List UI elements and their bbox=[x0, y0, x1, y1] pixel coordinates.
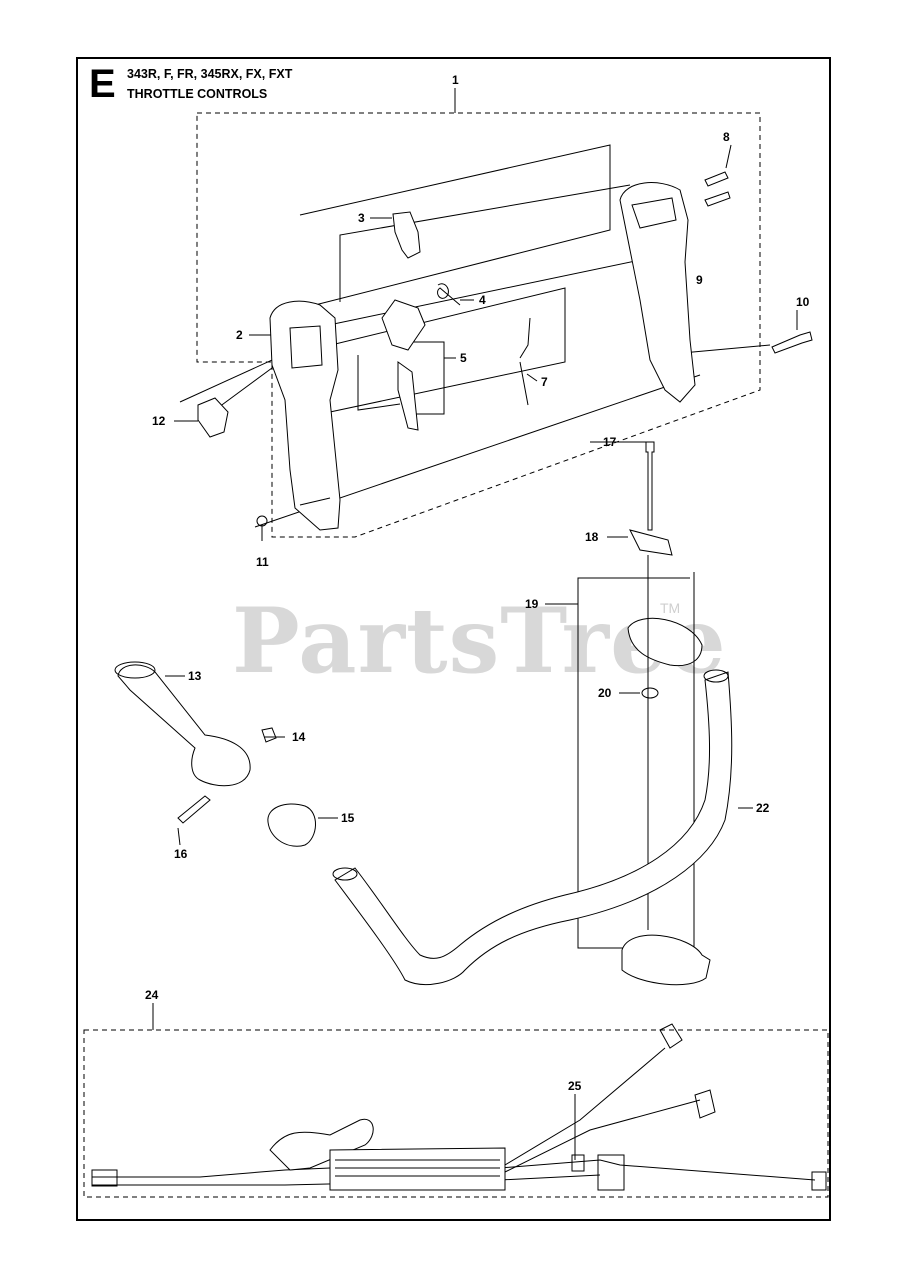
callout-22: 22 bbox=[756, 801, 770, 815]
clamp-lower bbox=[621, 934, 711, 986]
callout-19: 19 bbox=[525, 597, 539, 611]
stop-switch-wire bbox=[519, 317, 531, 406]
washer-20 bbox=[641, 687, 659, 699]
screw-8a bbox=[704, 171, 729, 187]
callout-4: 4 bbox=[479, 293, 486, 307]
callout-24: 24 bbox=[145, 988, 159, 1002]
callout-16: 16 bbox=[174, 847, 188, 861]
bolt-17 bbox=[645, 441, 655, 531]
callout-17: 17 bbox=[603, 435, 617, 449]
callout-12: 12 bbox=[152, 414, 166, 428]
callout-25: 25 bbox=[568, 1079, 582, 1093]
diagram-frame bbox=[76, 57, 831, 1221]
callout-13: 13 bbox=[188, 669, 202, 683]
loop-handle-tube bbox=[334, 671, 733, 986]
spring bbox=[437, 283, 461, 306]
callout-18: 18 bbox=[585, 530, 599, 544]
callout-14: 14 bbox=[292, 730, 306, 744]
callout-20: 20 bbox=[598, 686, 612, 700]
screw-16 bbox=[177, 795, 211, 824]
loop-handle-grip bbox=[117, 664, 251, 787]
callout-8: 8 bbox=[723, 130, 730, 144]
callout-7: 7 bbox=[541, 375, 548, 389]
clamp-upper bbox=[627, 617, 703, 667]
handle-plate bbox=[629, 529, 673, 556]
handle-clamp bbox=[267, 803, 316, 847]
callout-3: 3 bbox=[358, 211, 365, 225]
assembly-24-boundary bbox=[83, 1029, 829, 1198]
callout-11: 11 bbox=[256, 555, 269, 569]
watermark-trademark: TM bbox=[660, 600, 681, 616]
throttle-trigger bbox=[381, 299, 426, 351]
throttle-lever bbox=[397, 361, 419, 431]
callout-5: 5 bbox=[460, 351, 467, 365]
model-list: 343R, F, FR, 345RX, FX, FXT bbox=[127, 67, 293, 81]
callout-9: 9 bbox=[696, 273, 703, 287]
callout-2: 2 bbox=[236, 328, 243, 342]
callout-10: 10 bbox=[796, 295, 810, 309]
connector-25 bbox=[571, 1154, 585, 1172]
stop-switch bbox=[197, 397, 229, 438]
nut-11 bbox=[256, 515, 268, 527]
handle-half-left bbox=[269, 300, 341, 531]
nut-14 bbox=[261, 727, 277, 743]
screw-8b bbox=[704, 191, 731, 207]
callout-1: 1 bbox=[452, 73, 459, 87]
diagram-title: THROTTLE CONTROLS bbox=[127, 87, 268, 101]
throttle-lockout bbox=[392, 211, 421, 259]
handle-half-right bbox=[619, 182, 696, 403]
section-letter: E bbox=[89, 62, 116, 106]
screw-10 bbox=[771, 331, 813, 354]
callout-15: 15 bbox=[341, 811, 355, 825]
